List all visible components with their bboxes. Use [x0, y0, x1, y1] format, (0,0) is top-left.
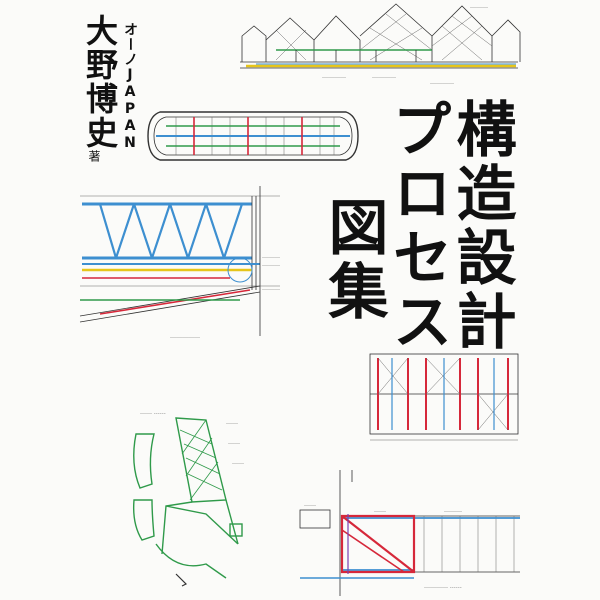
svg-text:………: ………: [470, 3, 488, 10]
svg-text:………… ……: ………… ……: [424, 583, 462, 590]
svg-text:…………: …………: [322, 73, 346, 80]
svg-text:……………: ……………: [170, 333, 200, 340]
roof-elevation-drawing: ………… ………… ………… ………: [240, 3, 521, 86]
title-line-3: 図集: [318, 196, 388, 324]
author-name: 大野博史: [81, 14, 119, 150]
author-role: 著: [87, 150, 101, 162]
svg-text:………: ………: [262, 253, 280, 260]
svg-text:…… ……: …… ……: [140, 409, 166, 416]
svg-text:……: ……: [232, 459, 244, 466]
oval-plan-drawing: [147, 111, 359, 161]
svg-text:……: ……: [374, 507, 386, 514]
svg-text:……: ……: [304, 501, 316, 508]
author-organization: オーノJAPAN: [122, 22, 138, 152]
title-line-1: 構造設計: [446, 98, 516, 354]
svg-text:……: ……: [226, 419, 238, 426]
svg-text:……: ……: [228, 439, 240, 446]
green-hand-sketch: …… …… …… …… ……: [132, 409, 244, 587]
svg-text:…………: …………: [372, 73, 396, 80]
svg-text:………: ………: [262, 285, 280, 292]
svg-text:………: ………: [444, 507, 462, 514]
braced-frame-elevation-drawing: [369, 353, 519, 441]
title-line-2: プロセス: [382, 98, 452, 354]
svg-text:………: ………: [262, 261, 280, 268]
svg-text:…………: …………: [430, 79, 454, 86]
frame-plan-drawing: …… ……… ………… …… ……: [299, 470, 520, 596]
truss-section-drawing: ……… ……… ……… ……………: [79, 186, 280, 340]
